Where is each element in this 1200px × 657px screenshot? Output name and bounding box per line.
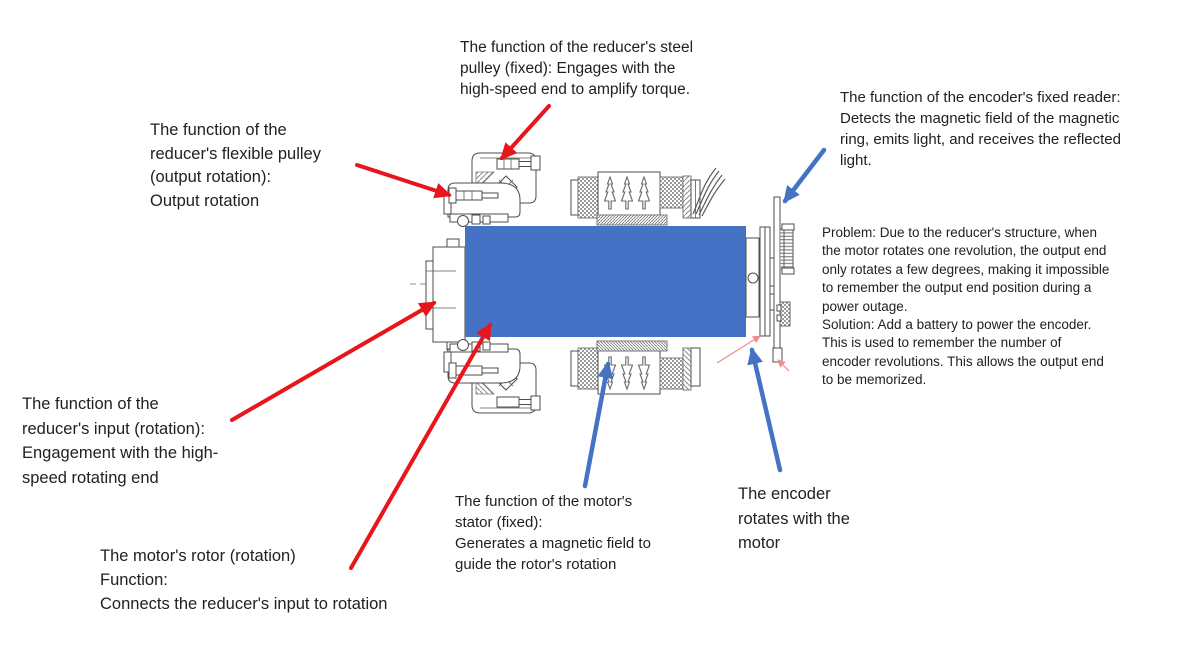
encoder-component [776,301,791,327]
encoder-assembly [745,196,795,363]
arrow-flexible-pulley [355,163,452,199]
motor-stator-bottom [570,340,701,395]
leader-board-bottom [777,359,790,372]
arrow-motor-rotor [349,322,492,570]
label-steel-pulley: The function of the reducer's steel pull… [460,39,694,98]
label-problem-solution: Problem: Due to the reducer's structure,… [822,225,1110,388]
label-motor-stator: The function of the motor's stator (fixe… [455,493,651,573]
thin-red-leaders [716,335,790,372]
arrow-encoder-rotates [747,347,783,473]
label-motor-rotor: The motor's rotor (rotation) Function: C… [100,547,388,613]
arrow-motor-stator [582,361,614,489]
label-encoder-reader: The function of the encoder's fixed read… [840,89,1121,169]
leader-disc-left [716,335,761,364]
red-arrows [230,104,551,570]
arrow-encoder-reader [782,147,827,204]
blue-arrows [582,147,827,489]
rotor-body [465,226,746,337]
encoder-reader-board [773,196,781,362]
encoder-connector [779,223,795,275]
label-reducer-input: The function of the reducer's input (rot… [22,395,219,487]
reducer-input-shaft [410,238,474,351]
label-flexible-pulley: The function of the reducer's flexible p… [150,121,321,210]
reducer-assembly-top [443,152,541,227]
shaft-center-hole [747,272,759,284]
arrow-reducer-input [230,301,437,422]
motor-stator-top [570,171,701,226]
label-encoder-rotates: The encoder rotates with the motor [738,485,850,552]
stator-wires [692,167,726,217]
encoder-magnetic-ring [759,226,766,337]
arrow-steel-pulley [499,104,551,161]
